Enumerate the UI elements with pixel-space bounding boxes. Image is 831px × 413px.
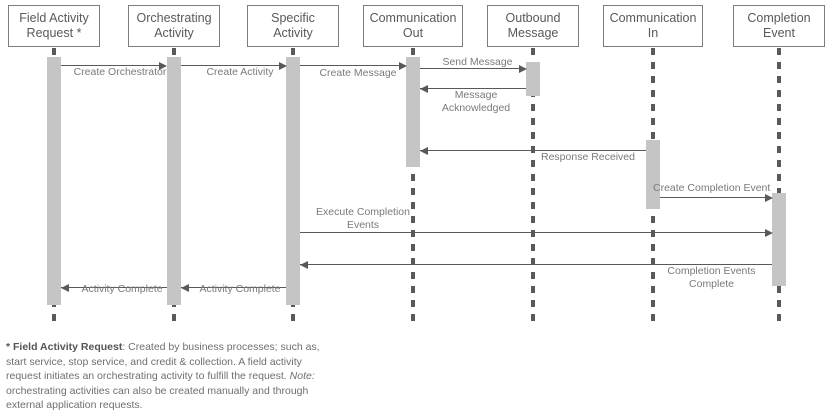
lifeline-title: Communication Out — [369, 11, 457, 40]
footnote-body-2: orchestrating activities can also be cre… — [6, 384, 309, 412]
footnote-paragraph: * Field Activity Request: Created by bus… — [6, 340, 336, 413]
activation-orchestrating-activity — [167, 57, 181, 305]
activation-completion-event — [772, 193, 786, 286]
msg-label-execute-completion-events: Execute Completion Events — [316, 206, 410, 231]
lifeline-head-orchestrating-activity[interactable]: Orchestrating Activity — [128, 5, 220, 47]
msg-line-execute-completion-events — [300, 232, 767, 233]
msg-label-activity-complete-orchestrating: Activity Complete — [81, 283, 163, 295]
lifeline-title: Completion Event — [747, 11, 811, 40]
msg-line-message-acknowledged — [420, 88, 526, 89]
msg-label-completion-events-complete: Completion Events Complete — [667, 265, 756, 290]
msg-label-create-message: Create Message — [319, 67, 397, 79]
footnote: * Field Activity Request: Created by bus… — [6, 340, 336, 413]
lifeline-head-outbound-message[interactable]: Outbound Message — [487, 5, 579, 47]
msg-label-send-message: Send Message — [442, 56, 513, 68]
activation-communication-out — [406, 57, 420, 167]
footnote-term: Field Activity Request — [13, 341, 123, 353]
lifeline-title: Orchestrating Activity — [136, 11, 212, 40]
msg-label-create-activity: Create Activity — [206, 66, 274, 78]
msg-arrow-completion-events-complete — [300, 260, 308, 269]
msg-arrow-create-activity — [279, 61, 287, 70]
msg-line-activity-complete-orchestrating — [61, 287, 167, 288]
lifeline-head-communication-in[interactable]: Communication In — [603, 5, 703, 47]
msg-line-completion-events-complete — [300, 264, 772, 265]
activation-field-activity-request — [47, 57, 61, 305]
lifeline-head-communication-out[interactable]: Communication Out — [363, 5, 463, 47]
lifeline-communication-out — [411, 48, 415, 326]
lifeline-title: Specific Activity — [271, 11, 315, 40]
msg-line-create-message — [300, 65, 401, 66]
msg-line-create-completion-event — [660, 197, 767, 198]
msg-label-create-orchestrator: Create Orchestrator — [73, 66, 167, 78]
msg-arrow-execute-completion-events — [765, 228, 773, 237]
lifeline-head-field-activity-request[interactable]: Field Activity Request * — [8, 5, 100, 47]
lifeline-head-completion-event[interactable]: Completion Event — [733, 5, 825, 47]
lifeline-title: Outbound Message — [505, 11, 561, 40]
footnote-marker: * — [6, 341, 14, 353]
msg-label-message-acknowledged: Message Acknowledged — [441, 89, 511, 114]
lifeline-title: Field Activity Request * — [19, 11, 89, 40]
msg-arrow-create-completion-event — [765, 193, 773, 202]
footnote-body-1: : Created by business processes; such as… — [6, 341, 320, 382]
msg-arrow-create-orchestrator — [159, 61, 167, 70]
lifeline-title: Communication In — [609, 11, 697, 40]
msg-line-create-orchestrator — [61, 65, 161, 66]
lifeline-head-specific-activity[interactable]: Specific Activity — [247, 5, 339, 47]
activation-communication-in — [646, 140, 660, 209]
msg-arrow-activity-complete-orchestrating — [61, 283, 69, 292]
msg-line-send-message — [420, 68, 521, 69]
msg-label-create-completion-event: Create Completion Event — [653, 182, 771, 194]
footnote-note-label: Note: — [289, 370, 315, 382]
msg-label-activity-complete-specific: Activity Complete — [199, 283, 281, 295]
msg-line-create-activity — [181, 65, 281, 66]
msg-arrow-activity-complete-specific — [181, 283, 189, 292]
msg-arrow-message-acknowledged — [420, 84, 428, 93]
msg-line-response-received — [420, 150, 646, 151]
lifeline-outbound-message — [531, 48, 535, 326]
msg-arrow-create-message — [399, 61, 407, 70]
activation-specific-activity — [286, 57, 300, 305]
msg-label-response-received: Response Received — [541, 151, 635, 163]
msg-line-activity-complete-specific — [181, 287, 286, 288]
lifeline-completion-event — [777, 48, 781, 326]
msg-arrow-send-message — [519, 64, 527, 73]
msg-arrow-response-received — [420, 146, 428, 155]
activation-outbound-message — [526, 62, 540, 96]
